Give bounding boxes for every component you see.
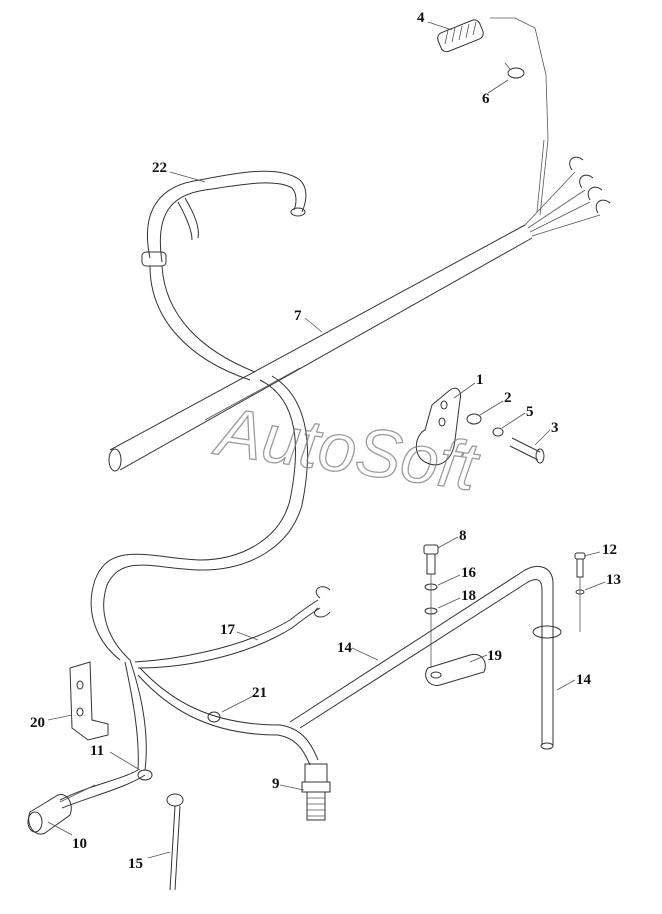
part-callouts: 1 2 3 4 5 6 7 8 9 10 11 12 13 14 14 15 1… (30, 10, 621, 872)
callout-17: 17 (220, 622, 236, 638)
clip-part-21 (207, 711, 221, 723)
lower-harness (59, 599, 321, 809)
callout-14b: 14 (576, 672, 592, 688)
bolt-part-12 (574, 552, 586, 632)
callout-21: 21 (252, 685, 267, 701)
callout-10: 10 (72, 836, 87, 852)
branch-wires (490, 17, 601, 237)
callout-16: 16 (461, 565, 477, 581)
harness-trunk (108, 224, 533, 472)
callout-15: 15 (128, 856, 143, 872)
callout-9: 9 (272, 776, 280, 792)
pipe-part-14 (289, 566, 562, 750)
sensor-part-10 (27, 784, 96, 835)
callout-12: 12 (602, 542, 617, 558)
watermark: AutoSoft (209, 393, 485, 506)
callout-18: 18 (461, 588, 476, 604)
callout-22: 22 (152, 160, 167, 176)
callout-7: 7 (294, 308, 302, 324)
hose-part-22 (90, 170, 309, 661)
callout-20: 20 (30, 715, 45, 731)
clamp-part-19 (425, 653, 486, 686)
clip-part-11 (137, 769, 153, 781)
callout-1: 1 (476, 372, 484, 388)
leader-lines (47, 21, 606, 859)
clip-part-6 (504, 62, 525, 79)
clip-part-17 (314, 586, 331, 618)
callout-3: 3 (551, 420, 559, 436)
callout-6: 6 (482, 91, 490, 107)
callout-8: 8 (459, 528, 467, 544)
callout-11: 11 (90, 743, 104, 759)
bolt-part-8 (423, 544, 439, 668)
callout-4: 4 (417, 10, 425, 26)
bracket-part-20 (69, 661, 109, 741)
dipstick-part-15 (166, 793, 184, 891)
callout-13: 13 (606, 572, 621, 588)
callout-19: 19 (487, 648, 502, 664)
callout-2: 2 (504, 390, 512, 406)
callout-14a: 14 (337, 640, 353, 656)
sensor-part-4 (437, 19, 484, 53)
ring-terminals (569, 156, 611, 214)
sensor-part-9 (301, 763, 331, 821)
callout-5: 5 (526, 404, 534, 420)
bracket-part-1 (415, 387, 545, 466)
